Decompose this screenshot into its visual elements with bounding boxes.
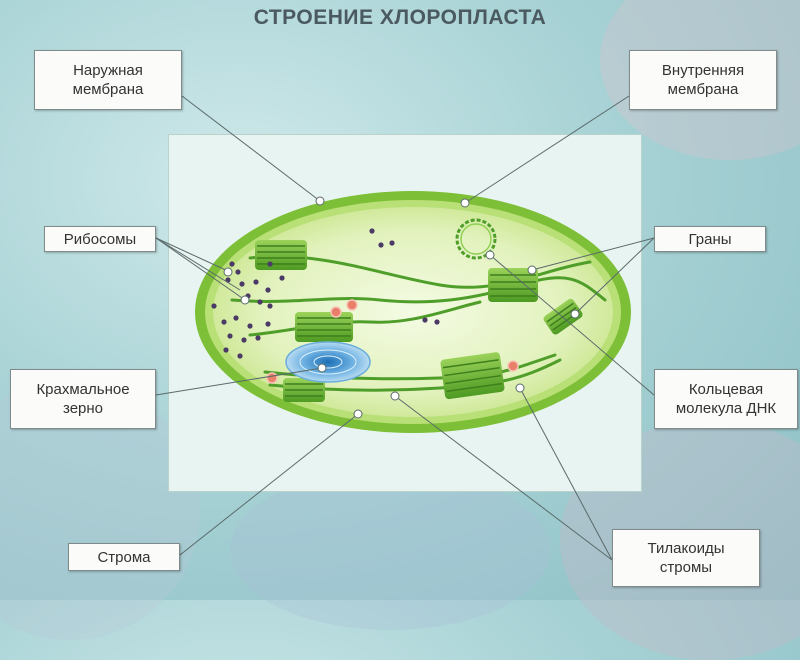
label-circular-dna: Кольцевая молекула ДНК [654,369,798,429]
granum [295,312,353,342]
granum [255,240,307,270]
label-stroma-thylakoids: Тилакоиды стромы [612,529,760,587]
label-inner-membrane: Внутренняя мембрана [629,50,777,110]
label-ribosomes: Рибосомы [44,226,156,252]
label-outer-membrane: Наружная мембрана [34,50,182,110]
label-grana: Граны [654,226,766,252]
starch-grain [286,342,370,382]
label-stroma: Строма [68,543,180,571]
label-starch-grain: Крахмальное зерно [10,369,156,429]
granum [440,352,505,400]
